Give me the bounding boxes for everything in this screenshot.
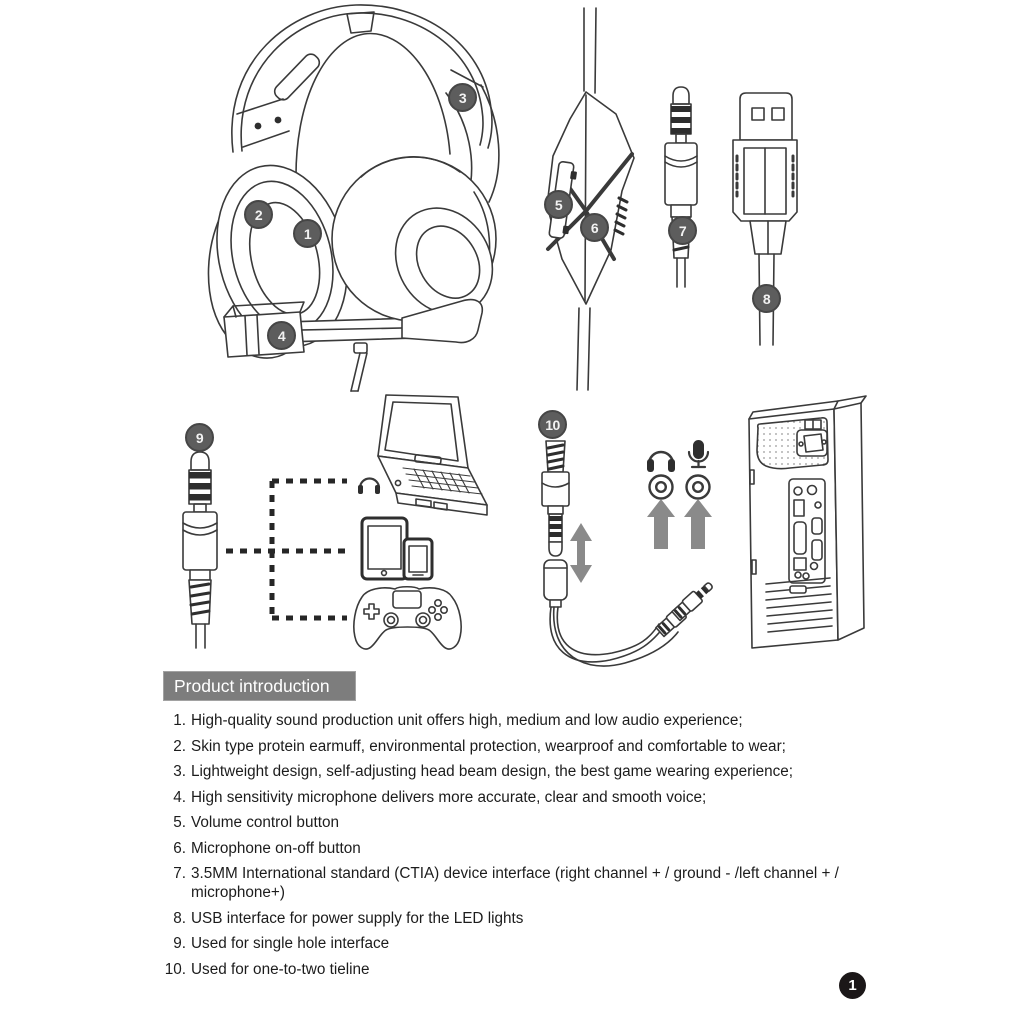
callout-10: 10 [538, 410, 567, 439]
callout-3: 3 [448, 83, 477, 112]
feature-number: 6. [173, 839, 186, 857]
arrow-up-icon [684, 499, 712, 549]
headphone-jack-icon [648, 474, 674, 500]
callout-2: 2 [244, 200, 273, 229]
feature-item: 6. Microphone on-off button [160, 839, 892, 858]
section-title: Product introduction [174, 675, 330, 696]
phone-figure [402, 537, 434, 581]
audio-plug-figure [664, 86, 698, 288]
feature-number: 1. [173, 712, 186, 729]
splitter-plug-b [671, 582, 713, 622]
microphone-jack-icon [685, 474, 711, 500]
feature-number: 5. [173, 814, 186, 831]
feature-item: 9. Used for single hole interface [160, 934, 892, 953]
diagram-art [182, 4, 867, 667]
single-plug-figure [182, 451, 218, 649]
callout-4: 4 [267, 321, 296, 350]
pc-tower-figure [748, 395, 867, 649]
feature-number: 8. [173, 909, 186, 927]
feature-text: Microphone on-off button [191, 839, 361, 857]
headphones-icon [647, 450, 675, 472]
callout-9: 9 [185, 423, 214, 452]
feature-number: 7. [173, 865, 186, 882]
feature-item: 8. USB interface for power supply for the… [160, 909, 892, 928]
callout-6: 6 [580, 213, 609, 242]
feature-list: 1. High-quality sound production unit off… [160, 711, 892, 985]
section-title-banner: Product introduction [163, 671, 356, 701]
feature-text: Skin type protein earmuff, environmental… [191, 737, 786, 755]
feature-text: 3.5MM International standard (CTIA) devi… [191, 865, 839, 901]
tablet-figure [360, 516, 409, 581]
feature-text: Lightweight design, self-adjusting head … [191, 763, 794, 780]
laptop-figure [358, 394, 488, 516]
callout-8: 8 [752, 284, 781, 313]
feature-text: High-quality sound production unit offer… [191, 712, 743, 729]
feature-number: 2. [173, 737, 186, 755]
feature-text: Used for one-to-two tieline [191, 960, 370, 978]
feature-item: 7. 3.5MM International standard (CTIA) de… [160, 864, 892, 902]
headphones-icon [358, 477, 381, 494]
arrow-up-icon [647, 499, 675, 549]
microphone-icon [687, 440, 710, 469]
controller-figure [353, 585, 462, 650]
feature-item: 3. Lightweight design, self-adjusting hea… [160, 762, 892, 781]
callout-5: 5 [544, 190, 573, 219]
feature-text: Volume control button [191, 814, 339, 831]
feature-text: High sensitivity microphone delivers mor… [191, 788, 707, 806]
dashed-connectors [226, 478, 350, 621]
splitter-figure [541, 440, 713, 667]
feature-text: USB interface for power supply for the L… [191, 909, 524, 927]
feature-item: 5. Volume control button [160, 813, 892, 832]
headset-figure [207, 4, 500, 392]
feature-text: Used for single hole interface [191, 935, 390, 952]
feature-item: 10. Used for one-to-two tieline [160, 960, 892, 979]
feature-number: 10. [164, 960, 186, 978]
feature-item: 4. High sensitivity microphone delivers m… [160, 788, 892, 807]
feature-number: 9. [173, 935, 186, 952]
feature-number: 4. [173, 788, 186, 806]
callout-7: 7 [668, 216, 697, 245]
mic-switch [613, 196, 629, 236]
feature-number: 3. [173, 763, 186, 780]
callout-1: 1 [293, 219, 322, 248]
usb-plug-figure [732, 92, 798, 346]
feature-item: 2. Skin type protein earmuff, environment… [160, 737, 892, 756]
feature-item: 1. High-quality sound production unit off… [160, 711, 892, 730]
page-number-badge: 1 [839, 972, 866, 999]
up-down-arrow-icon [570, 523, 592, 583]
